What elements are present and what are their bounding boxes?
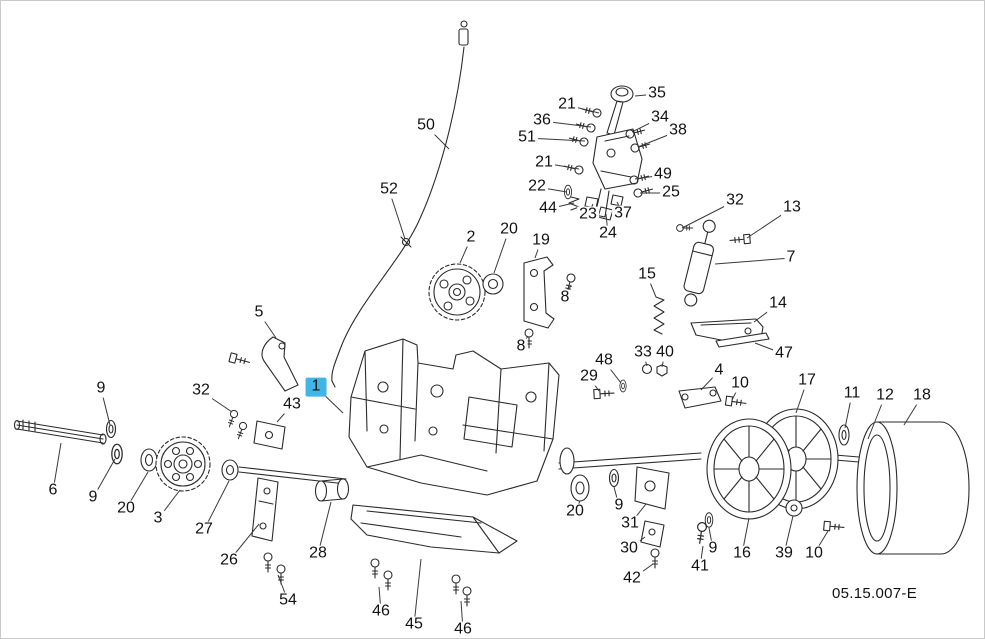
axle-hardware-illustration [559, 447, 714, 569]
upper-gear-illustration [428, 256, 577, 349]
part-callout-14[interactable]: 14 [767, 294, 789, 313]
part-callout-33[interactable]: 33 [632, 343, 654, 362]
part-callout-51[interactable]: 51 [516, 128, 538, 147]
input-shaft-illustration [13, 419, 239, 492]
part-callout-36[interactable]: 36 [531, 111, 553, 130]
part-callout-2[interactable]: 2 [464, 228, 478, 247]
part-callout-24[interactable]: 24 [597, 224, 619, 243]
part-callout-15[interactable]: 15 [636, 265, 658, 284]
part-callout-40[interactable]: 40 [654, 343, 676, 362]
part-callout-20[interactable]: 20 [115, 499, 137, 518]
part-callout-10[interactable]: 10 [729, 374, 751, 393]
part-callout-29[interactable]: 29 [578, 367, 600, 386]
part-callout-32[interactable]: 32 [724, 191, 746, 210]
part-callout-44[interactable]: 44 [537, 199, 559, 218]
part-callout-38[interactable]: 38 [667, 121, 689, 140]
leader-line-28 [317, 501, 332, 555]
shift-lever-illustration [562, 85, 655, 221]
part-callout-50[interactable]: 50 [415, 116, 437, 135]
part-callout-9[interactable]: 9 [706, 539, 720, 558]
part-callout-35[interactable]: 35 [646, 84, 668, 103]
part-callout-7[interactable]: 7 [784, 248, 798, 267]
part-callout-5[interactable]: 5 [252, 303, 266, 322]
part-callout-8[interactable]: 8 [558, 288, 572, 307]
part-callout-20[interactable]: 20 [564, 502, 586, 521]
lever-illustration [225, 336, 299, 450]
part-callout-42[interactable]: 42 [621, 569, 643, 588]
part-callout-46[interactable]: 46 [370, 602, 392, 621]
bracket-illustration [653, 296, 770, 348]
part-callout-21[interactable]: 21 [533, 153, 555, 172]
part-callout-32[interactable]: 32 [190, 381, 212, 400]
part-callout-6[interactable]: 6 [46, 481, 60, 500]
belly-pan-illustration [350, 504, 518, 607]
part-callout-3[interactable]: 3 [151, 509, 165, 528]
part-callout-31[interactable]: 31 [619, 514, 641, 533]
part-callout-22[interactable]: 22 [526, 177, 548, 196]
part-callout-39[interactable]: 39 [773, 544, 795, 563]
part-callout-18[interactable]: 18 [911, 386, 933, 405]
part-callout-23[interactable]: 23 [577, 205, 599, 224]
part-callout-46[interactable]: 46 [452, 620, 474, 638]
part-callout-28[interactable]: 28 [307, 544, 329, 563]
part-callout-49[interactable]: 49 [652, 165, 674, 184]
part-callout-19[interactable]: 19 [530, 231, 552, 250]
part-callout-16[interactable]: 16 [731, 544, 753, 563]
part-callout-34[interactable]: 34 [649, 108, 671, 127]
part-callout-41[interactable]: 41 [689, 557, 711, 576]
part-callout-37[interactable]: 37 [612, 204, 634, 223]
part-callout-1-selected[interactable]: 1 [305, 377, 327, 397]
part-callout-8[interactable]: 8 [514, 337, 528, 356]
part-callout-26[interactable]: 26 [218, 551, 240, 570]
part-callout-43[interactable]: 43 [281, 395, 303, 414]
part-callout-54[interactable]: 54 [277, 591, 299, 610]
part-callout-45[interactable]: 45 [403, 615, 425, 634]
shock-absorber-illustration [676, 219, 751, 307]
part-callout-13[interactable]: 13 [781, 198, 803, 217]
part-callout-25[interactable]: 25 [660, 183, 682, 202]
diagram-ref-code: 05.15.007-E [832, 585, 918, 602]
part-callout-30[interactable]: 30 [618, 539, 640, 558]
part-callout-48[interactable]: 48 [593, 351, 615, 370]
leader-line-45 [413, 558, 422, 626]
drum-illustration [838, 421, 970, 555]
part-callout-47[interactable]: 47 [773, 344, 795, 363]
chassis-frame-illustration [348, 338, 560, 496]
part-callout-9[interactable]: 9 [86, 488, 100, 507]
part-callout-21[interactable]: 21 [556, 95, 578, 114]
part-callout-52[interactable]: 52 [378, 180, 400, 199]
part-callout-9[interactable]: 9 [612, 496, 626, 515]
support-strap-illustration [251, 477, 350, 585]
part-callout-20[interactable]: 20 [498, 220, 520, 239]
part-callout-10[interactable]: 10 [803, 544, 825, 563]
part-callout-12[interactable]: 12 [874, 386, 896, 405]
part-callout-11[interactable]: 11 [841, 384, 863, 403]
part-callout-4[interactable]: 4 [712, 361, 726, 380]
control-cable-illustration [331, 20, 469, 388]
part-callout-9[interactable]: 9 [94, 379, 108, 398]
part-callout-27[interactable]: 27 [193, 520, 215, 539]
wheel-illustration [706, 408, 845, 533]
part-callout-17[interactable]: 17 [796, 371, 818, 390]
leader-line-7 [714, 257, 792, 265]
